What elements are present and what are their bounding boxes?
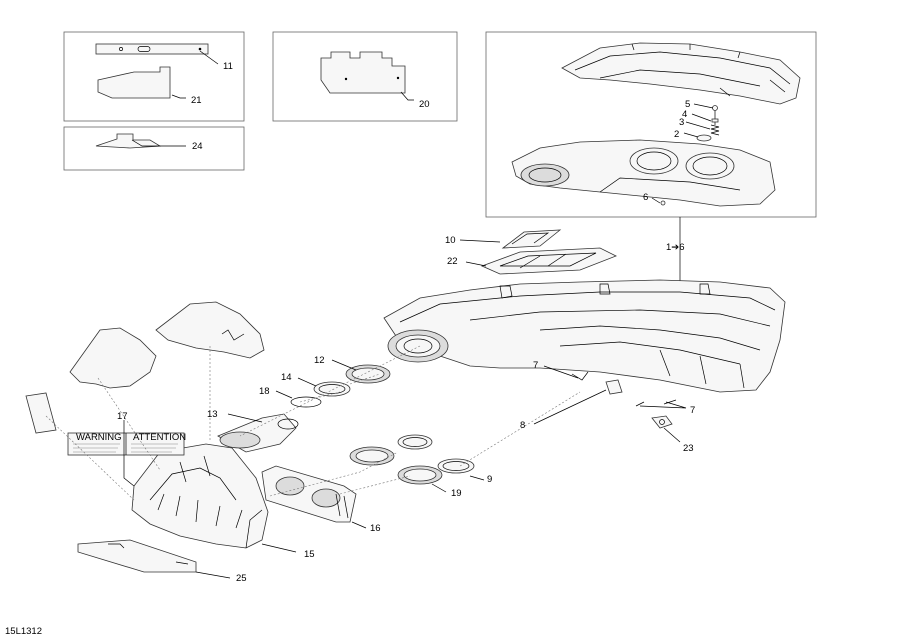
- callout-11: 11: [223, 61, 233, 72]
- part-15-silencer: [131, 443, 269, 549]
- part-13-duct: [217, 413, 299, 453]
- part-12-ring: [345, 364, 391, 384]
- part-19-sleeve-lower: [397, 465, 443, 485]
- callout-25: 25: [236, 573, 247, 584]
- callout-6: 6: [643, 192, 648, 203]
- callout-18: 18: [259, 386, 270, 397]
- callout-2: 2: [674, 129, 679, 140]
- fastener-stack-2-5: [660, 105, 720, 206]
- inset-box-1-6: [485, 31, 817, 218]
- part-24-seal: [95, 133, 162, 149]
- callout-16: 16: [370, 523, 381, 534]
- part-21-gasket: [97, 66, 171, 99]
- callout-14: 14: [281, 372, 292, 383]
- callout-13: 13: [207, 409, 218, 420]
- warning-label-plate: WARNING ATTENTION: [67, 432, 186, 456]
- assembly-lines: [45, 345, 581, 501]
- part-22-filter-frame: [480, 247, 617, 275]
- label-warning: WARNING: [76, 432, 122, 443]
- part-23-clamp: [651, 415, 673, 429]
- callout-5: 5: [685, 99, 690, 110]
- leader-lines: [123, 50, 714, 579]
- part-20-plate: [320, 51, 406, 94]
- part-18-oring: [290, 396, 322, 408]
- drawing-id: 15L1312: [5, 626, 42, 636]
- callout-10: 10: [445, 235, 456, 246]
- part-8-bracket: [605, 379, 623, 395]
- part-10-filter: [501, 229, 562, 249]
- part-9-clamp-upper: [397, 434, 433, 450]
- callouts: 11 21 20 24 5 4 3 2 6 1➔6 10 22 12 14 18…: [5, 61, 695, 637]
- callout-20: 20: [419, 99, 430, 110]
- callout-1-to-6: 1➔6: [666, 242, 685, 253]
- inset-box-11-21: [63, 31, 245, 122]
- part-19-sleeve-upper: [349, 446, 395, 466]
- part-9-clamp-lower: [437, 458, 475, 474]
- inset-box-24: [63, 126, 245, 171]
- callout-9: 9: [487, 474, 492, 485]
- part-7-clip-a: [571, 371, 589, 381]
- main-airbox: [383, 279, 786, 393]
- callout-22: 22: [447, 256, 458, 267]
- callout-7-bottom: 7: [690, 405, 695, 416]
- part-17-foam-liner: [69, 301, 265, 389]
- upper-airbox-cover: [561, 42, 801, 105]
- callout-24: 24: [192, 141, 203, 152]
- callout-3: 3: [679, 117, 684, 128]
- part-11-strip: [95, 43, 209, 55]
- lower-airbox-inset: [511, 139, 776, 207]
- callout-12: 12: [314, 355, 325, 366]
- part-25-strip: [77, 539, 197, 573]
- inset-box-20: [272, 31, 458, 122]
- callout-19: 19: [451, 488, 462, 499]
- part-17-foam-block: [25, 392, 57, 434]
- callout-17: 17: [117, 411, 128, 422]
- callout-7-top: 7: [533, 360, 538, 371]
- callout-8: 8: [520, 420, 525, 431]
- callout-15: 15: [304, 549, 315, 560]
- callout-23: 23: [683, 443, 694, 454]
- part-16-adaptor-plate: [261, 465, 357, 523]
- callout-21: 21: [191, 95, 202, 106]
- part-7-clip-b: [635, 399, 677, 407]
- callout-4: 4: [682, 109, 687, 120]
- label-attention: ATTENTION: [133, 432, 186, 443]
